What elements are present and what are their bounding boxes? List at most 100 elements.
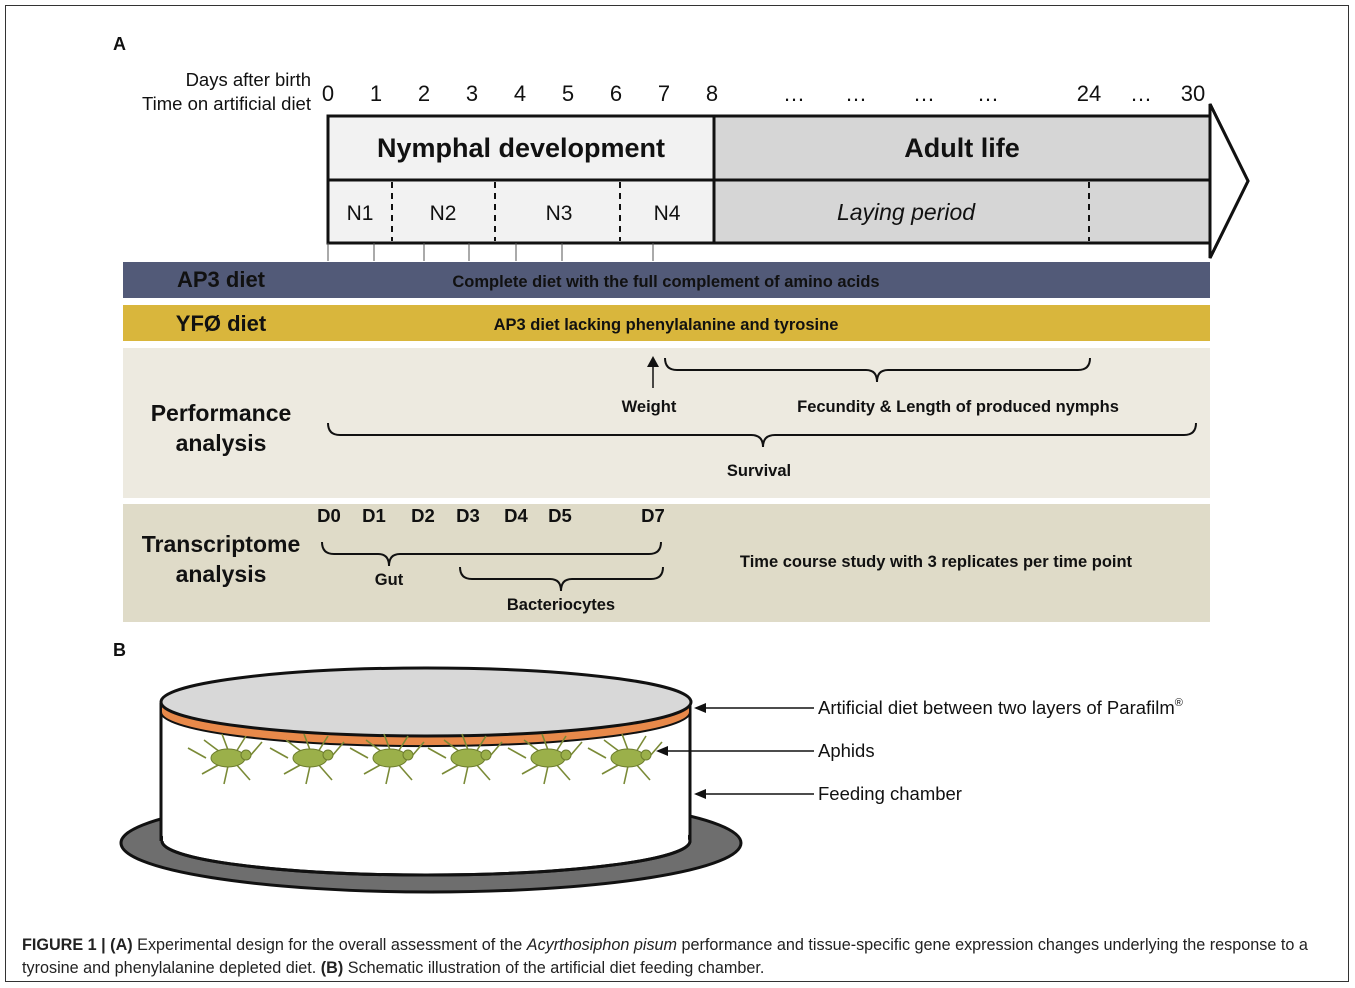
aphid-leg (385, 765, 391, 785)
tick-label: … (845, 81, 867, 106)
timeline-ticks (327, 243, 654, 261)
chamber-lid (159, 666, 693, 738)
ap3-name: AP3 diet (177, 267, 266, 292)
figure-diagram: A Days after birth Time on artificial di… (113, 34, 1250, 894)
bacteriocytes-label: Bacteriocytes (507, 596, 615, 614)
aphids-group (187, 733, 663, 785)
tick-label: 6 (610, 81, 622, 106)
aphid-body (372, 748, 408, 768)
panel-a-label: A (113, 34, 126, 54)
label-artificial-diet-sup: ® (1175, 697, 1183, 709)
aphid-body (292, 748, 328, 768)
tick-label: … (1130, 81, 1152, 106)
aphid-leg (269, 747, 289, 759)
aphid-leg (475, 763, 491, 781)
day-label: D5 (548, 505, 572, 526)
pointer-head-aphids (656, 746, 668, 756)
caption-part3: Schematic illustration of the artificial… (343, 959, 765, 977)
tick-label: … (977, 81, 999, 106)
tick-label: 0 (322, 81, 334, 106)
pointer-head-chamber (694, 789, 706, 799)
aphid-body (210, 748, 246, 768)
aphid-leg (235, 763, 251, 781)
aphid-leg (397, 735, 409, 753)
stage-n3: N3 (546, 202, 573, 225)
header-time-on-diet: Time on artificial diet (142, 93, 311, 114)
aphid-head (480, 749, 492, 761)
aphid-head (560, 749, 572, 761)
aphid-leg (283, 763, 303, 775)
aphid-leg (461, 733, 469, 751)
survival-label: Survival (727, 462, 791, 480)
aphid-leg (411, 741, 425, 757)
aphid-icon (427, 733, 503, 785)
aphid-leg (523, 739, 541, 753)
ap3-band (123, 262, 1210, 298)
aphid-leg (427, 747, 447, 759)
aphid-leg (507, 747, 527, 759)
caption-part1: Experimental design for the overall asse… (132, 936, 527, 954)
aphid-leg (203, 739, 221, 753)
aphid-leg (349, 747, 369, 759)
weight-arrow-head (647, 356, 659, 367)
aphid-leg (541, 733, 549, 751)
fecundity-label: Fecundity & Length of produced nymphs (797, 398, 1119, 416)
tick-label: 7 (658, 81, 670, 106)
chamber-bottom-front (160, 840, 692, 877)
aphid-body (530, 748, 566, 768)
stage-n2: N2 (430, 202, 457, 225)
transcriptome-band (123, 504, 1210, 622)
day-label: D0 (317, 505, 341, 526)
day-label: D1 (362, 505, 386, 526)
adult-title: Adult life (904, 133, 1020, 163)
performance-label-line1: Performance (151, 400, 292, 426)
aphid-leg (623, 765, 629, 785)
tick-label: 1 (370, 81, 382, 106)
day-label: D7 (641, 505, 665, 526)
gut-brace (321, 541, 662, 567)
tick-label: 24 (1077, 81, 1101, 106)
aphid-leg (397, 763, 413, 781)
aphid-leg (201, 763, 221, 775)
aphid-leg (317, 763, 333, 781)
aphid-leg (235, 735, 247, 753)
aphid-leg (223, 765, 229, 785)
tick-label: … (913, 81, 935, 106)
aphid-leg (601, 763, 621, 775)
performance-label-line2: analysis (176, 430, 267, 456)
aphid-leg (649, 741, 663, 757)
aphid-leg (621, 733, 629, 751)
tick-label: 4 (514, 81, 526, 106)
caption-species: Acyrthosiphon pisum (526, 936, 678, 954)
aphid-leg (365, 739, 383, 753)
panel-b-label: B (113, 640, 126, 660)
aphid-leg (285, 739, 303, 753)
aphid-leg (587, 747, 607, 759)
aphid-leg (441, 763, 461, 775)
figure-frame: A Days after birth Time on artificial di… (5, 5, 1349, 982)
aphid-icon (349, 733, 425, 785)
aphid-leg (635, 763, 651, 781)
aphid-leg (463, 765, 469, 785)
aphid-leg (303, 733, 311, 751)
aphid-leg (635, 735, 647, 753)
aphid-leg (475, 735, 487, 753)
label-artificial-diet-text: Artificial diet between two layers of Pa… (818, 697, 1175, 718)
caption-prefix: FIGURE 1 | (A) (22, 936, 133, 954)
tick-label: 5 (562, 81, 574, 106)
label-artificial-diet: Artificial diet between two layers of Pa… (818, 697, 1183, 718)
performance-band (123, 348, 1210, 498)
aphid-icon (269, 733, 345, 785)
aphid-head (322, 749, 334, 761)
aphid-leg (221, 733, 229, 751)
weight-label: Weight (622, 398, 677, 416)
stage-dividers (391, 182, 1090, 241)
figure-caption: FIGURE 1 | (A) Experimental design for t… (22, 934, 1332, 980)
aphid-leg (489, 741, 503, 757)
yf-band (123, 305, 1210, 341)
aphid-icon (507, 733, 583, 785)
laying-period: Laying period (837, 199, 976, 225)
stage-n1: N1 (347, 202, 374, 225)
header-days-after-birth: Days after birth (186, 69, 311, 90)
aphid-leg (383, 733, 391, 751)
